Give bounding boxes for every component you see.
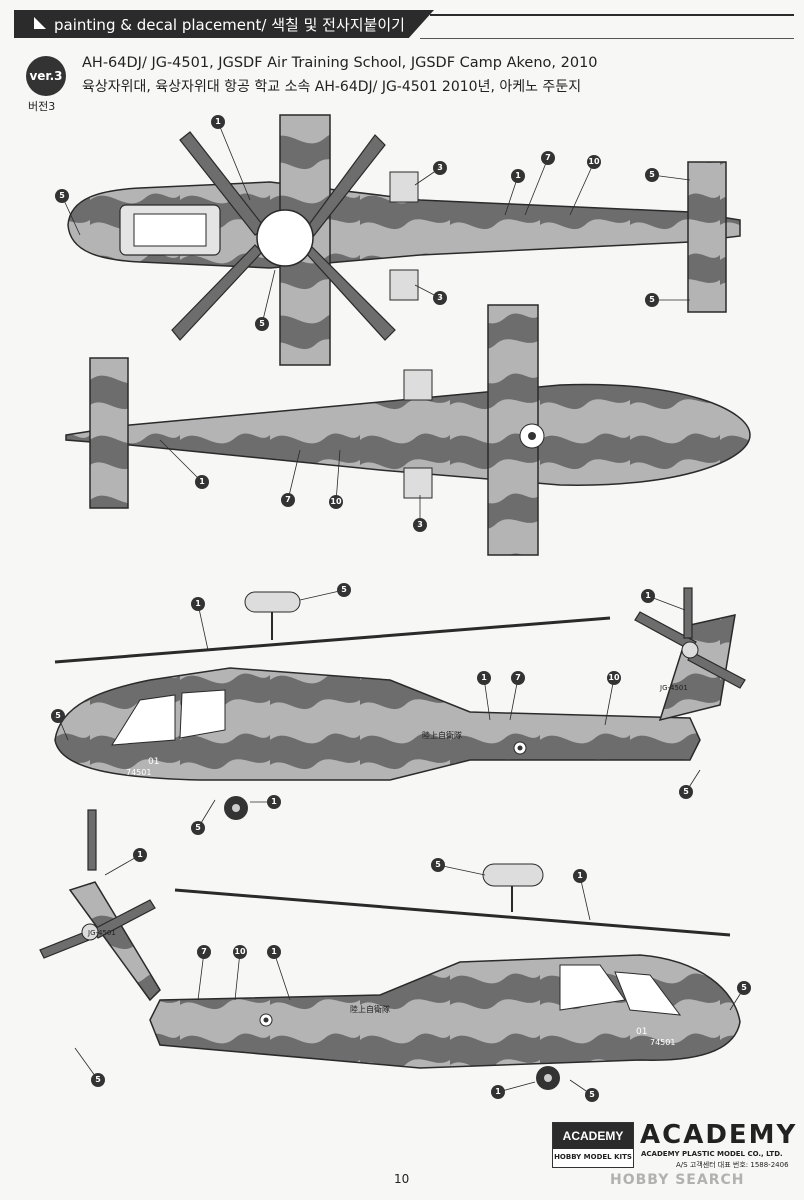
callout-5: 5 (51, 709, 65, 723)
callout-1: 1 (191, 597, 205, 611)
callout-5: 5 (91, 1073, 105, 1087)
top-view-1 (67, 114, 741, 366)
callout-5: 5 (337, 583, 351, 597)
leader-lines (57, 121, 745, 1096)
callout-7: 7 (197, 945, 211, 959)
description-korean: 육상자위대, 육상자위대 항공 학교 소속 AH-64DJ/ JG-4501 2… (82, 79, 582, 95)
marking-serial-left: 74501 (126, 768, 151, 777)
bottom-view-2 (65, 304, 751, 556)
callout-3: 3 (433, 291, 447, 305)
callout-7: 7 (541, 151, 555, 165)
version-badge: ver.3 (26, 56, 66, 96)
callout-7: 7 (511, 671, 525, 685)
callout-7: 7 (281, 493, 295, 507)
callout-1: 1 (267, 795, 281, 809)
callout-5: 5 (645, 293, 659, 307)
callout-1: 1 (133, 848, 147, 862)
callout-5: 5 (737, 981, 751, 995)
callout-10: 10 (607, 671, 621, 685)
callout-5: 5 (645, 168, 659, 182)
side-view-4 (39, 809, 741, 1090)
marking-number-right: 01 (636, 1027, 647, 1037)
callout-10: 10 (587, 155, 601, 169)
header-rule (430, 14, 794, 16)
marking-number-left: 01 (148, 757, 159, 767)
callout-1: 1 (477, 671, 491, 685)
section-header: painting & decal placement/ 색칠 및 전사지붙이기 (14, 10, 434, 38)
academy-logo-big: ACADEMY (640, 1120, 798, 1150)
section-title: painting & decal placement/ 색칠 및 전사지붙이기 (54, 16, 405, 34)
marking-unit-left: 陸上自衛隊 (422, 730, 462, 740)
academy-logo-small: ACADEMY HOBBY MODEL KITS (552, 1122, 634, 1168)
callout-5: 5 (431, 858, 445, 872)
callout-3: 3 (433, 161, 447, 175)
company-name: ACADEMY PLASTIC MODEL CO., LTD. (641, 1150, 783, 1158)
callout-1: 1 (195, 475, 209, 489)
callout-1: 1 (267, 945, 281, 959)
side-view-3 (54, 587, 746, 820)
callout-1: 1 (211, 115, 225, 129)
watermark: HOBBY SEARCH (610, 1172, 745, 1188)
callout-5: 5 (255, 317, 269, 331)
callout-5: 5 (191, 821, 205, 835)
description-english: AH-64DJ/ JG-4501, JGSDF Air Training Sch… (82, 55, 598, 71)
service-number: A/S 고객센터 대표 번호: 1588-2406 (676, 1161, 789, 1169)
callout-10: 10 (329, 495, 343, 509)
callout-10: 10 (233, 945, 247, 959)
callout-5: 5 (55, 189, 69, 203)
callout-5: 5 (585, 1088, 599, 1102)
callout-1: 1 (491, 1085, 505, 1099)
callout-1: 1 (511, 169, 525, 183)
marking-serial-right: 74501 (650, 1038, 675, 1047)
callout-3: 3 (413, 518, 427, 532)
marking-tail-left: JG-4501 (659, 684, 688, 692)
academy-logo-small-bottom: HOBBY MODEL KITS (554, 1153, 632, 1161)
marking-tail-right: JG-4501 (87, 929, 116, 937)
page-number: 10 (394, 1172, 410, 1186)
header-rule-lower (420, 38, 794, 39)
callout-1: 1 (573, 869, 587, 883)
triangle-icon (34, 17, 46, 29)
marking-unit-right: 陸上自衛隊 (350, 1004, 390, 1014)
academy-logo-small-top: ACADEMY (553, 1123, 633, 1149)
callout-1: 1 (641, 589, 655, 603)
version-sub-label: 버전3 (28, 100, 56, 113)
callout-5: 5 (679, 785, 693, 799)
